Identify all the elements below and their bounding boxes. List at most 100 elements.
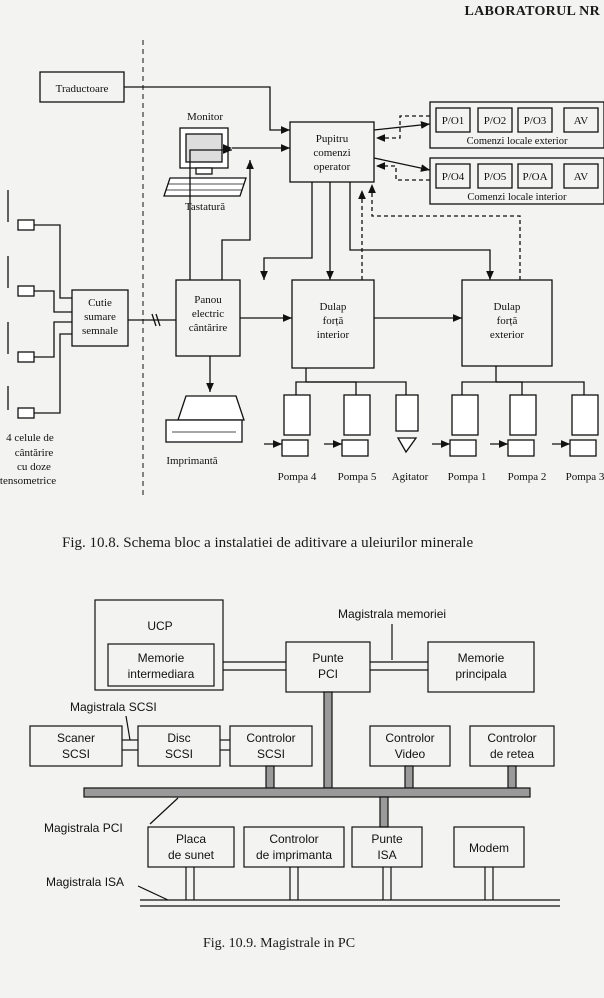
po1-box <box>435 107 471 133</box>
controlor-imprimanta-label-1: Controlor <box>269 832 318 846</box>
pump-2-label: Pompa 2 <box>508 471 547 483</box>
panou-label-1: Panou <box>194 294 222 306</box>
celule-label-2: cântărire <box>15 447 54 459</box>
celule-label-3: cu doze <box>17 461 51 473</box>
disc-scsi-label-1: Disc <box>167 731 190 745</box>
pump-1-label: Pompa 1 <box>448 471 487 483</box>
figure-10-9-caption: Fig. 10.9. Magistrale in PC <box>203 936 356 951</box>
po5-label: P/O5 <box>484 171 507 183</box>
controlor-video-label-1: Controlor <box>385 731 434 745</box>
placa-sunet-label-2: de sunet <box>168 848 215 862</box>
pupitru-label-3: operator <box>314 161 351 173</box>
controlor-scsi-label-2: SCSI <box>257 747 285 761</box>
controlor-retea-label-1: Controlor <box>487 731 536 745</box>
po1-label: P/O1 <box>442 115 465 127</box>
monitor-icon <box>179 127 229 175</box>
memorie-intermediara-label-1: Memorie <box>138 651 185 665</box>
agitator-label: Agitator <box>392 471 429 483</box>
memorie-intermediara-box <box>107 643 215 687</box>
controlor-scsi-box <box>229 725 313 767</box>
dulap-ext-label-2: forță <box>497 315 518 327</box>
pump-4-label: Pompa 4 <box>278 471 317 483</box>
memorie-principala-box <box>427 641 535 693</box>
scaner-scsi-label-2: SCSI <box>62 747 90 761</box>
placa-sunet-box <box>147 826 235 868</box>
av-int-label: AV <box>574 171 589 183</box>
po2-label: P/O2 <box>484 115 507 127</box>
panou-label-3: cântărire <box>189 322 228 334</box>
po4-box <box>435 163 471 189</box>
po5-box <box>477 163 513 189</box>
av-ext-label: AV <box>574 115 589 127</box>
comenzi-exterior-label: Comenzi locale exterior <box>467 136 568 147</box>
traductoare-label: Traductoare <box>56 83 109 95</box>
dulap-int-label-3: interior <box>317 329 350 341</box>
punte-pci-label-2: PCI <box>318 667 338 681</box>
pumps-group <box>264 366 599 457</box>
placa-sunet-label-1: Placa <box>176 832 206 846</box>
disc-scsi-box <box>137 725 221 767</box>
controlor-video-label-2: Video <box>395 747 426 761</box>
po3-box <box>517 107 553 133</box>
pci-bus <box>83 787 531 798</box>
celule-label-1: 4 celule de <box>6 432 54 444</box>
controlor-imprimanta-label-2: de imprimanta <box>256 848 332 862</box>
scaner-scsi-label-1: Scaner <box>57 731 95 745</box>
memorie-intermediara-label-2: intermediara <box>128 667 195 681</box>
dulap-ext-label-1: Dulap <box>494 301 521 313</box>
keyboard-icon <box>163 177 247 197</box>
dulap-int-label-2: forță <box>323 315 344 327</box>
controlor-retea-box <box>469 725 555 767</box>
pupitru-label-1: Pupitru <box>316 133 349 145</box>
comenzi-interior-box <box>429 157 604 205</box>
cutie-label-2: sumare <box>84 311 116 323</box>
imprimanta-label: Imprimantă <box>166 455 217 467</box>
controlor-video-box <box>369 725 451 767</box>
modem-label: Modem <box>469 841 509 855</box>
figure-10-8-caption: Fig. 10.8. Schema bloc a instalatiei de … <box>62 535 474 551</box>
poa-label: P/OA <box>522 171 547 183</box>
controlor-scsi-label-1: Controlor <box>246 731 295 745</box>
ucp-label: UCP <box>147 619 172 633</box>
av-ext-box <box>563 107 599 133</box>
pupitru-box <box>289 121 375 183</box>
load-cells-group <box>7 190 72 419</box>
pupitru-label-2: comenzi <box>313 147 350 159</box>
dulap-int-label-1: Dulap <box>320 301 347 313</box>
magistrala-isa-label: Magistrala ISA <box>46 875 124 889</box>
cutie-label-1: Cutie <box>88 297 112 309</box>
cutie-box <box>71 289 129 347</box>
printer-icon <box>165 395 245 443</box>
po3-label: P/O3 <box>524 115 547 127</box>
monitor-label: Monitor <box>187 111 223 123</box>
pump-3-label: Pompa 3 <box>566 471 604 483</box>
dulap-exterior-box <box>461 279 553 367</box>
controlor-retea-label-2: de retea <box>490 747 534 761</box>
av-int-box <box>563 163 599 189</box>
punte-isa-label-1: Punte <box>371 832 403 846</box>
figure-10-8-diagram: Traductoare Monitor Tastatură Pupitru co… <box>0 40 604 495</box>
celule-label-4: tensometrice <box>0 475 56 487</box>
punte-pci-label-1: Punte <box>312 651 344 665</box>
po2-box <box>477 107 513 133</box>
comenzi-exterior-box <box>429 101 604 149</box>
dulap-ext-label-3: exterior <box>490 329 525 341</box>
dulap-interior-box <box>291 279 375 369</box>
tastatura-label: Tastatură <box>185 201 225 213</box>
memorie-principala-label-1: Memorie <box>458 651 505 665</box>
cutie-label-3: semnale <box>82 325 118 337</box>
punte-isa-box <box>351 826 423 868</box>
punte-isa-label-2: ISA <box>377 848 396 862</box>
punte-pci-box <box>285 641 371 693</box>
poa-box <box>517 163 553 189</box>
pump-5-label: Pompa 5 <box>338 471 377 483</box>
panou-label-2: electric <box>192 308 224 320</box>
controlor-imprimanta-box <box>243 826 345 868</box>
modem-box <box>453 826 525 868</box>
magistrala-scsi-label: Magistrala SCSI <box>70 700 157 714</box>
comenzi-interior-label: Comenzi locale interior <box>467 192 567 203</box>
scaner-scsi-box <box>29 725 123 767</box>
magistrala-memoriei-label: Magistrala memoriei <box>338 607 446 621</box>
ucp-box <box>94 599 224 691</box>
disc-scsi-label-2: SCSI <box>165 747 193 761</box>
